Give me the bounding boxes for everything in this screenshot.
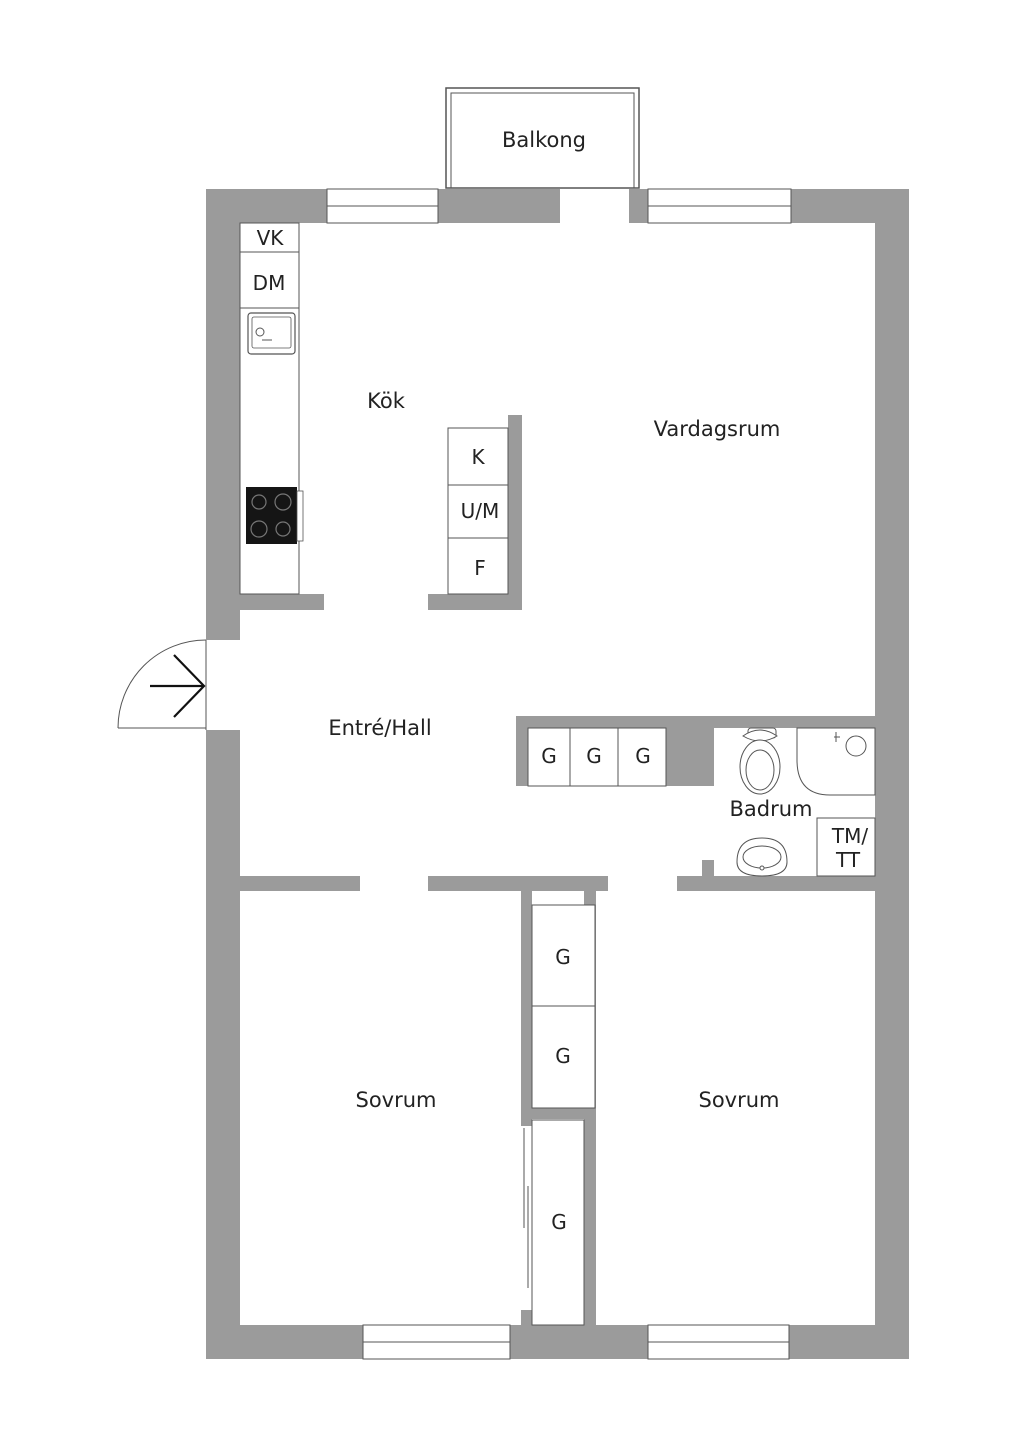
washbasin-icon: [736, 837, 788, 877]
fixture-vk: VK: [257, 226, 285, 250]
fixture-f: F: [474, 556, 486, 580]
bedroom-wardrobes: [523, 904, 596, 1326]
windows: [326, 188, 792, 1360]
wardrobe-label: G: [635, 744, 651, 768]
outer-walls: [206, 189, 909, 1359]
room-living: Vardagsrum: [654, 417, 781, 441]
room-bathroom: Badrum: [729, 797, 812, 821]
hall-wardrobes: [527, 727, 667, 787]
wardrobe-label: G: [586, 744, 602, 768]
balcony: [445, 87, 640, 189]
washer-dryer: [816, 817, 876, 877]
toilet-icon: [739, 727, 781, 795]
fixture-k: K: [471, 445, 485, 469]
room-entrance: Entré/Hall: [328, 716, 431, 740]
fixture-dm: DM: [253, 271, 286, 295]
wardrobe-label: G: [541, 744, 557, 768]
room-bedroom-left: Sovrum: [355, 1088, 436, 1112]
wardrobe-label: G: [551, 1210, 567, 1234]
fixture-um: U/M: [461, 499, 500, 523]
hob-icon: [246, 487, 304, 544]
fixture-tt: TT: [835, 848, 861, 872]
island-appliances: [447, 427, 509, 595]
entrance-door[interactable]: [117, 639, 207, 730]
shower-icon: [796, 727, 876, 796]
room-bedroom-right: Sovrum: [698, 1088, 779, 1112]
sink-icon: [247, 312, 296, 355]
fixture-tm: TM/: [831, 824, 868, 848]
entrance-arrow-icon: [150, 654, 206, 718]
room-balcony: Balkong: [502, 128, 586, 152]
wardrobe-label: G: [555, 1044, 571, 1068]
room-kitchen: Kök: [367, 389, 406, 413]
wardrobe-label: G: [555, 945, 571, 969]
